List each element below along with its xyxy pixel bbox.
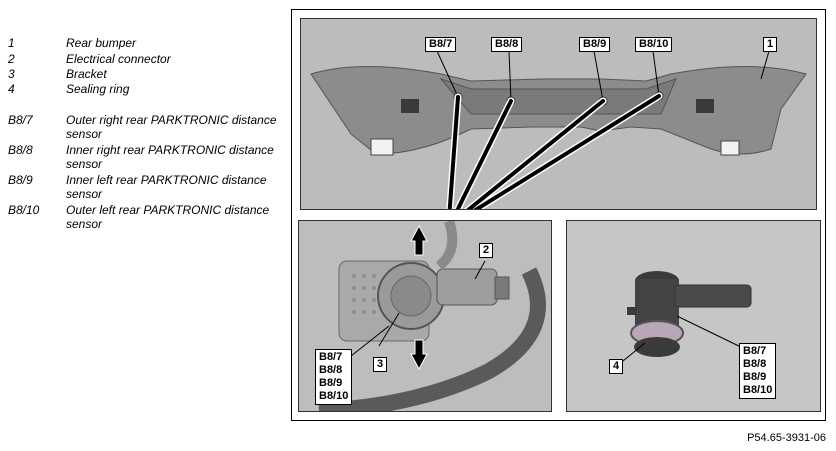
callout-3: 3: [373, 357, 388, 372]
callout-b8-8: B8/8: [491, 37, 523, 52]
bracket-dots: [352, 274, 376, 314]
document-id: P54.65-3931-06: [747, 432, 826, 444]
bumper-vent-right: [696, 99, 714, 113]
leader-line: [676, 315, 746, 350]
leader-line: [350, 325, 390, 357]
callout-b8-7: B8/7: [319, 351, 343, 363]
arrow-down-icon: [410, 339, 428, 371]
legend-key: 1: [8, 36, 15, 50]
callout-1: 1: [763, 37, 778, 52]
callout-4: 4: [609, 359, 624, 374]
connector-plug: [494, 276, 510, 300]
callout-b8-9: B8/9: [743, 371, 767, 383]
bumper-label-right: [720, 140, 740, 156]
legend-text: Outer right rear PARKTRONIC distance sen…: [66, 113, 277, 141]
legend-text: Electrical connector: [66, 52, 171, 66]
leader-line: [474, 260, 486, 280]
arrow-up-icon: [410, 224, 428, 256]
bracket-illustration: [318, 221, 546, 411]
bumper-illustration: [310, 50, 807, 209]
legend-text: Inner right rear PARKTRONIC distance sen…: [66, 143, 274, 171]
leader-line: [593, 50, 604, 102]
callout-b8-8: B8/8: [743, 358, 767, 370]
leader-line: [508, 50, 512, 102]
legend-text: Outer left rear PARKTRONIC distance sens…: [66, 203, 270, 231]
legend-text: Bracket: [66, 67, 107, 81]
callout-b8-7: B8/7: [425, 37, 457, 52]
leader-line: [652, 50, 660, 97]
sensor-face: [390, 275, 432, 317]
callout-b8-9: B8/9: [579, 37, 611, 52]
connector-housing: [436, 268, 498, 306]
callout-b8-10: B8/10: [743, 384, 773, 396]
sensor-face: [634, 337, 680, 357]
callout-sensor-list: B8/7 B8/8 B8/9 B8/10: [739, 343, 777, 399]
legend-key: 2: [8, 52, 15, 66]
bumper-label-left: [370, 138, 394, 156]
wire-harness: [318, 267, 546, 411]
leader-line: [760, 50, 770, 80]
legend-key: B8/9: [8, 173, 33, 187]
upper-clip: [435, 221, 458, 270]
bumper-vent-left: [401, 99, 419, 113]
callout-b8-9: B8/9: [319, 377, 343, 389]
legend-text: Rear bumper: [66, 36, 137, 50]
sensor-illustration: [622, 271, 752, 362]
callout-b8-8: B8/8: [319, 364, 343, 376]
figure-frame: B8/7 B8/8 B8/9 B8/10 1 2: [291, 9, 826, 421]
callout-b8-7: B8/7: [743, 345, 767, 357]
callout-2: 2: [479, 243, 494, 258]
callout-b8-10: B8/10: [635, 37, 673, 52]
pointer-lines: [447, 94, 661, 209]
legend-key: 4: [8, 82, 15, 96]
legend-key: B8/8: [8, 143, 33, 157]
bracket-panel: 2 3 B8/7 B8/8 B8/9 B8/10: [298, 220, 552, 412]
bumper-panel: B8/7 B8/8 B8/9 B8/10 1: [300, 18, 817, 210]
legend-text: Inner left rear PARKTRONIC distance sens…: [66, 173, 267, 201]
legend-key: 3: [8, 67, 15, 81]
leader-line: [622, 342, 646, 362]
legend-key: B8/7: [8, 113, 33, 127]
leader-line: [436, 50, 459, 98]
legend-text: Sealing ring: [66, 82, 130, 96]
sensor-panel: 4 B8/7 B8/8 B8/9 B8/10: [566, 220, 821, 412]
callout-sensor-list: B8/7 B8/8 B8/9 B8/10: [315, 349, 353, 405]
callout-b8-10: B8/10: [319, 390, 349, 402]
sensor-plug: [674, 284, 752, 308]
bumper-center-recess: [439, 77, 677, 115]
leader-line: [378, 312, 400, 347]
sensor-tab: [627, 307, 637, 315]
legend-key: B8/10: [8, 203, 40, 217]
